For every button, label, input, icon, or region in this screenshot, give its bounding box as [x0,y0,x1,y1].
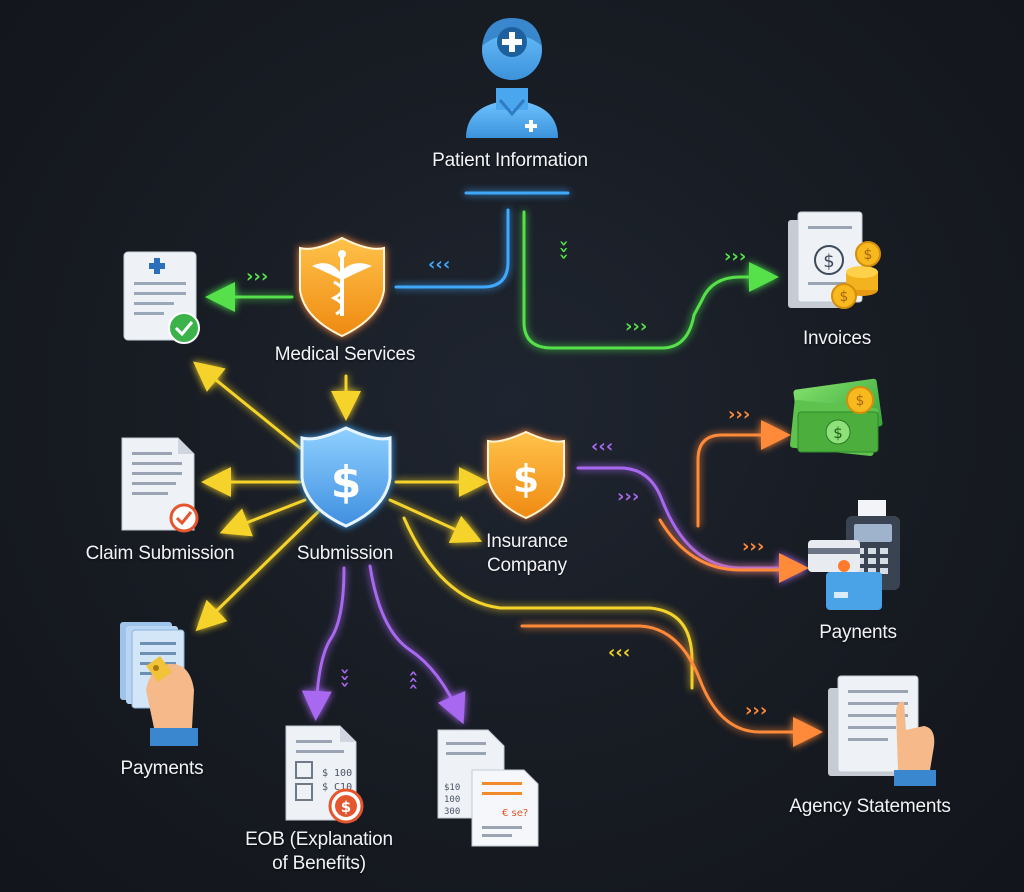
medical-services-label: Medical Services [274,344,416,365]
orange-connectors [520,420,823,747]
svg-text:$: $ [513,457,539,501]
agency-statements-icon [828,675,936,786]
chevron-left-icon: ‹‹‹ [591,436,613,457]
statement-tag: € se? [502,808,528,819]
insurance-label-line-2: Company [487,555,567,576]
invoices-label: Invoices [802,328,872,349]
chevron-right-icon: ››› [728,404,750,425]
svg-text:$: $ [331,457,362,508]
statement-documents-icon: $10 100 300 € se? [437,729,539,847]
eob-document-icon: $ 100 $ C10 $ [285,725,364,824]
payment-terminal-icon [808,500,900,610]
claim-document-icon [121,437,199,533]
chevron-left-icon: ‹‹‹ [428,254,450,275]
chevron-right-icon: ››› [617,486,639,507]
caduceus-shield-icon [299,236,385,338]
eob-label-line-2: of Benefits) [272,853,366,874]
dollar-shield-icon: $ [300,426,392,528]
chevron-down-icon: ››› [336,668,355,688]
chevron-right-icon: ››› [246,266,268,287]
invoice-coins-icon: $ $ $ [788,211,881,309]
statement-line-2: 100 [444,795,460,805]
insurance-shield-icon: $ [487,430,565,520]
eob-line-1: $ 100 [322,768,352,779]
eob-label: EOB (Explanation of Benefits) [226,828,412,876]
patient-to-medical-connector [394,191,570,289]
claim-submission-label: Claim Submission [85,543,235,564]
chevron-left-icon: ‹‹‹ [608,642,630,663]
svg-text:$: $ [864,247,873,263]
cash-bills-icon: $ $ [790,378,883,456]
chevron-right-icon: ››› [625,316,647,337]
payment-hand-icon [120,622,198,746]
chevron-up-icon: ››› [403,670,422,690]
payments-right-label: Paynents [819,622,897,643]
statement-line-1: $10 [444,783,460,793]
submission-to-eob-connectors [301,466,809,725]
svg-text:$: $ [341,798,351,816]
svg-text:$: $ [856,393,865,409]
chevron-right-icon: ››› [745,700,767,721]
statement-line-3: 300 [444,807,460,817]
svg-text:$: $ [833,424,843,442]
insurance-company-label: Insurance Company [462,530,592,578]
patient-icon [466,18,558,138]
svg-text:$: $ [840,289,849,305]
payments-left-label: Payments [120,758,204,779]
patient-information-label: Patient Information [432,150,588,171]
submission-label: Submission [296,543,394,564]
svg-text:$: $ [823,251,834,272]
eob-label-line-1: EOB (Explanation [245,829,393,850]
agency-statements-label: Agency Statements [789,796,951,817]
approved-document-icon [123,251,200,344]
insurance-label-line-1: Insurance [486,531,568,552]
patient-to-invoices-connector [522,210,779,350]
chevron-down-icon: ››› [555,240,574,260]
chevron-right-icon: ››› [724,246,746,267]
submission-spokes [193,361,694,690]
eob-line-2: $ C10 [322,782,352,793]
chevron-right-icon: ››› [742,536,764,557]
